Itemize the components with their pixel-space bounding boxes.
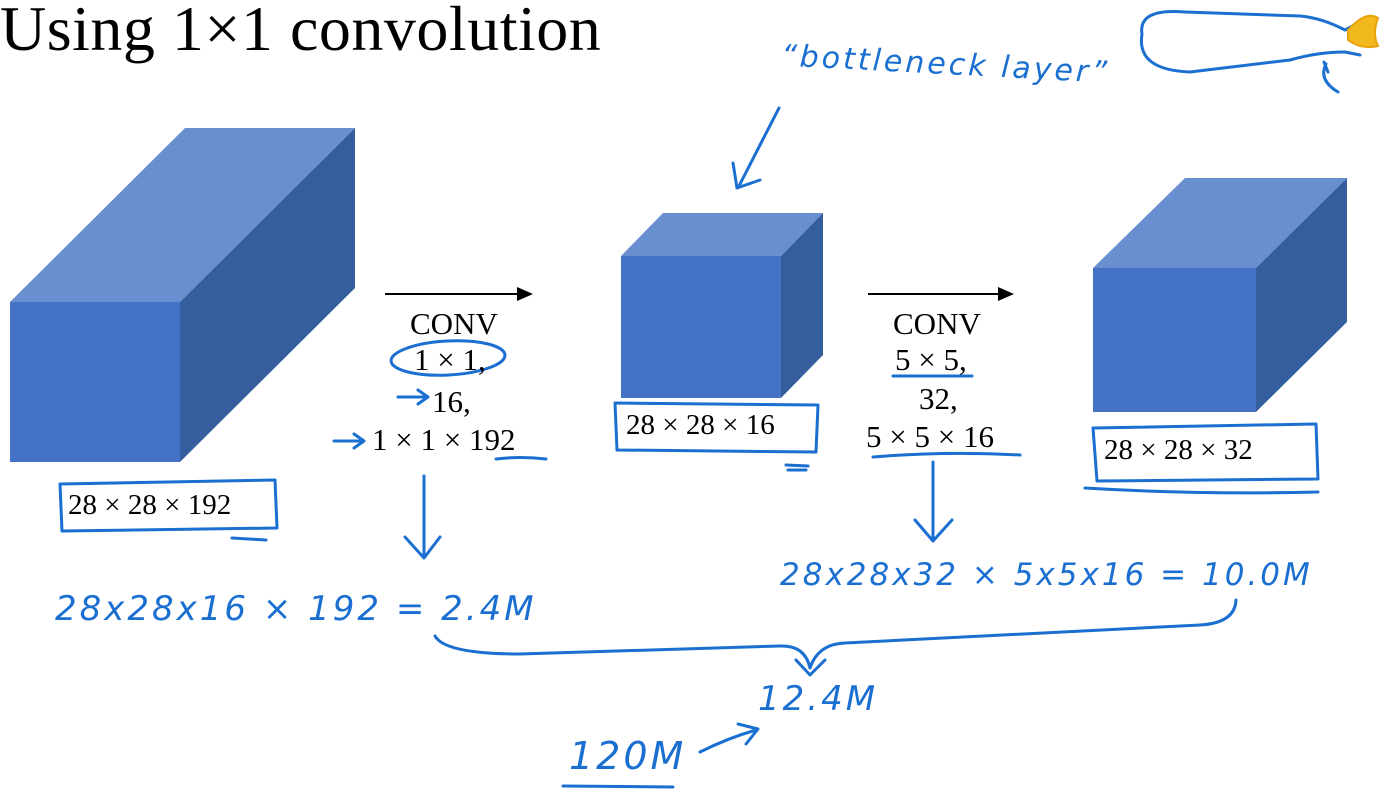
volume-3-front — [1093, 268, 1256, 412]
conv2-op: CONV — [893, 308, 981, 339]
combining-brace — [435, 600, 1236, 668]
volume-1-front — [10, 302, 180, 462]
calc-conv1-cost: 28x28x16 × 192 = 2.4M — [55, 592, 537, 626]
conv1-op: CONV — [410, 308, 498, 339]
volume-28x28x16 — [621, 213, 823, 398]
conv1-shape: 1 × 1 × 192 — [372, 424, 515, 455]
volume-2-label: 28 × 28 × 16 — [626, 411, 775, 440]
underline-192-conv — [496, 458, 546, 460]
down-arrow-1 — [405, 476, 440, 558]
down-arrow-2 — [915, 462, 952, 541]
pointer-arrow-192 — [334, 434, 364, 448]
underline-192 — [232, 538, 266, 540]
conv2-count: 32, — [919, 383, 958, 414]
conv1-filter: 1 × 1, — [414, 344, 486, 375]
underline-120M — [563, 786, 673, 787]
volume-28x28x192 — [10, 128, 355, 462]
volume-3-label: 28 × 28 × 32 — [1104, 436, 1253, 465]
underline-16 — [786, 465, 808, 470]
calc-conv2-cost: 28x28x32 × 5x5x16 = 10.0M — [780, 560, 1313, 591]
volume-28x28x32 — [1093, 178, 1347, 412]
conv2-filter: 5 × 5, — [895, 344, 967, 375]
conv2-shape: 5 × 5 × 16 — [866, 421, 994, 452]
comparison-cost: 120M — [569, 737, 686, 775]
arrow-conv2 — [868, 287, 1014, 301]
underline-box-3 — [1085, 488, 1318, 493]
total-cost: 12.4M — [758, 682, 878, 716]
bottle-cork-highlight — [1348, 16, 1378, 47]
volume-2-front — [621, 256, 781, 398]
comparison-arrow — [700, 724, 758, 752]
bottle-sketch — [1141, 11, 1360, 72]
pointer-arrow-16 — [398, 390, 428, 404]
arrow-conv1 — [385, 287, 533, 301]
volume-1-label: 28 × 28 × 192 — [68, 491, 231, 520]
bottleneck-arrow — [733, 108, 779, 188]
conv1-count: 16, — [432, 386, 471, 417]
